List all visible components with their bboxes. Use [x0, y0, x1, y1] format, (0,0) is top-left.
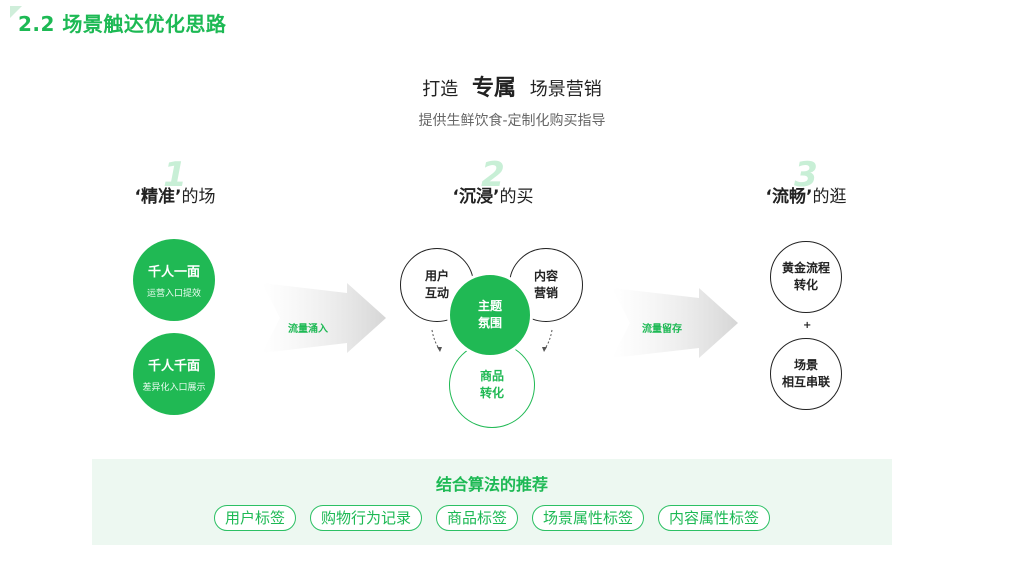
circle-line: 转化 — [793, 278, 818, 292]
circle-qianrenqianmian: 千人千面 差异化入口展示 — [133, 333, 215, 415]
tag-product: 商品标签 — [435, 505, 518, 531]
column-number-2: 2 — [481, 155, 505, 195]
dashed-arrow-left-icon — [431, 329, 442, 352]
circle-line: 内容 — [533, 269, 558, 283]
circle-title: 千人千面 — [147, 359, 200, 374]
column-highlight-1: ‘精准’ — [134, 187, 182, 207]
circle-theme-atmosphere: 主题 氛围 — [447, 272, 533, 358]
corner-decoration — [10, 6, 22, 18]
flow-arrow-2 — [612, 288, 738, 358]
circle-line: 场景 — [793, 358, 818, 372]
circle-title: 千人一面 — [147, 265, 200, 280]
column-highlight-2: ‘沉浸’ — [452, 187, 500, 207]
circle-subtitle: 差异化入口展示 — [142, 383, 206, 393]
dashed-arrow-right-icon — [542, 329, 553, 352]
circle-line: 商品 — [479, 369, 504, 383]
tag-list: 用户标签 购物行为记录 商品标签 场景属性标签 内容属性标签 — [92, 505, 892, 531]
recommendation-panel: 结合算法的推荐 用户标签 购物行为记录 商品标签 场景属性标签 内容属性标签 — [92, 459, 892, 545]
circle-line: 相互串联 — [781, 375, 830, 389]
hero-suffix: 场景营销 — [529, 79, 602, 100]
column-rest-3: 的逛 — [812, 187, 847, 207]
column-title-2: ‘沉浸’的买 — [393, 182, 593, 207]
flow-label-inflow: 流量涌入 — [288, 324, 328, 335]
column-number-3: 3 — [794, 155, 818, 195]
circle-subtitle: 运营入口提效 — [146, 289, 201, 299]
tag-content: 内容属性标签 — [658, 505, 771, 531]
column-header-2: 2 ‘沉浸’的买 — [393, 155, 593, 207]
column-highlight-3: ‘流畅’ — [765, 187, 813, 207]
hero-prefix: 打造 — [422, 79, 459, 100]
page-title: 2.2 场景触达优化思路 — [18, 12, 227, 36]
plus-sign: + — [803, 320, 812, 331]
column-header-3: 3 ‘流畅’的逛 — [706, 155, 906, 207]
flow-arrow-1 — [262, 283, 386, 353]
circle-line: 氛围 — [477, 316, 502, 330]
column-rest-1: 的场 — [181, 187, 216, 207]
circle-qianrenyimian: 千人一面 运营入口提效 — [133, 239, 215, 321]
circle-scene-link: 场景 相互串联 — [770, 338, 842, 410]
circle-line: 互动 — [424, 286, 449, 300]
column-title-1: ‘精准’的场 — [75, 182, 275, 207]
hero-emphasis: 专属 — [471, 76, 516, 101]
circle-line: 转化 — [479, 386, 504, 400]
recommendation-title: 结合算法的推荐 — [435, 475, 548, 494]
column-rest-2: 的买 — [499, 187, 534, 207]
hero-title: 打造 专属 场景营销 — [0, 70, 1024, 102]
circle-line: 黄金流程 — [781, 261, 830, 275]
column-header-1: 1 ‘精准’的场 — [75, 155, 275, 207]
column-title-3: ‘流畅’的逛 — [706, 182, 906, 207]
circle-line: 营销 — [533, 286, 558, 300]
circle-line: 主题 — [477, 299, 502, 313]
tag-behavior: 购物行为记录 — [309, 505, 422, 531]
subtitle: 提供生鲜饮食-定制化购买指导 — [418, 113, 606, 129]
tag-user: 用户标签 — [213, 505, 296, 531]
circle-line: 用户 — [424, 269, 449, 283]
column-number-1: 1 — [163, 155, 187, 195]
tag-scene: 场景属性标签 — [532, 505, 645, 531]
circle-golden-flow: 黄金流程 转化 — [770, 241, 842, 313]
flow-label-retention: 流量留存 — [642, 324, 682, 335]
